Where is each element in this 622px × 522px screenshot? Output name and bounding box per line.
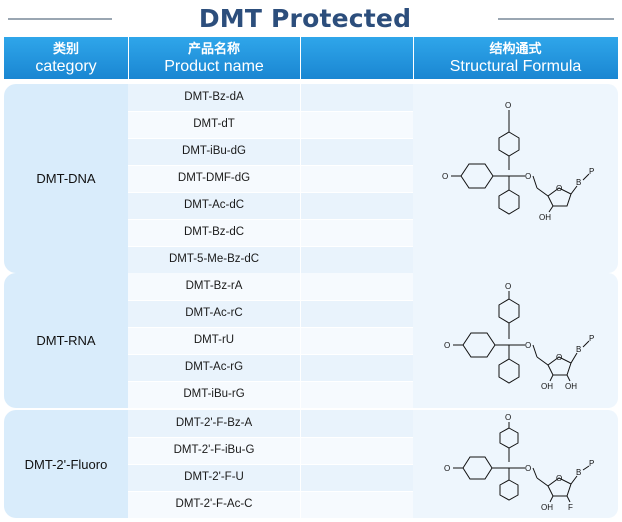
fluoro-structure-diagram: O O O O B P OH F xyxy=(444,413,594,512)
structure-label: O xyxy=(505,413,511,422)
structure-cell: O O O O B P OH xyxy=(413,84,618,273)
table-row: DMT-2'-F-Bz-A xyxy=(128,410,413,437)
header-formula-zh: 结构通式 xyxy=(489,42,542,57)
table-row: DMT-dT xyxy=(128,111,413,138)
product-name: DMT-2'-F-U xyxy=(128,464,300,491)
table-row: DMT-iBu-rG xyxy=(128,381,413,408)
structure-label: P xyxy=(589,167,594,176)
table-row: DMT-DMF-dG xyxy=(128,165,413,192)
structure-label: O xyxy=(444,464,450,473)
table-row: DMT-2'-F-iBu-G xyxy=(128,437,413,464)
product-name: DMT-5-Me-Bz-dC xyxy=(128,246,300,273)
header-category-en: category xyxy=(35,58,97,75)
structure-label: O xyxy=(556,353,562,362)
structure-label: O xyxy=(556,184,562,193)
structure-label: OH xyxy=(541,382,553,391)
product-name: DMT-Ac-rC xyxy=(128,300,300,327)
header-divider xyxy=(300,37,301,79)
table-header: 类别 category 产品名称 Product name 结构通式 Struc… xyxy=(4,37,618,79)
structure-label: B xyxy=(576,178,581,187)
table-row: DMT-2'-F-U xyxy=(128,464,413,491)
table-row: DMT-5-Me-Bz-dC xyxy=(128,246,413,273)
structure-label: O xyxy=(442,172,448,181)
header-product-en: Product name xyxy=(164,58,264,75)
product-name: DMT-rU xyxy=(128,327,300,354)
structure-label: O xyxy=(525,341,531,350)
table-row: DMT-iBu-dG xyxy=(128,138,413,165)
dna-structure-diagram: O O O O B P OH xyxy=(442,101,594,222)
table-row: DMT-Bz-dC xyxy=(128,219,413,246)
rna-structure-diagram: O O O O B P OH OH xyxy=(444,282,594,391)
structure-label: P xyxy=(589,459,594,468)
header-formula: 结构通式 Structural Formula xyxy=(413,37,618,79)
product-name: DMT-Ac-rG xyxy=(128,354,300,381)
product-name: DMT-Ac-dC xyxy=(128,192,300,219)
structure-label: O xyxy=(444,341,450,350)
structure-label: OH xyxy=(539,213,551,222)
product-name: DMT-dT xyxy=(128,111,300,138)
structure-label: P xyxy=(589,334,594,343)
category-cell: DMT-RNA xyxy=(4,273,128,408)
structure-label: B xyxy=(576,345,581,354)
table-row: DMT-2'-F-Ac-C xyxy=(128,491,413,518)
structure-label: OH xyxy=(565,382,577,391)
structure-label: O xyxy=(525,464,531,473)
product-name: DMT-iBu-dG xyxy=(128,138,300,165)
structure-cell: O O O O B P OH OH xyxy=(413,273,618,408)
table-row: DMT-Ac-dC xyxy=(128,192,413,219)
product-name: DMT-2'-F-Bz-A xyxy=(128,410,300,437)
product-name: DMT-DMF-dG xyxy=(128,165,300,192)
group-rna: DMT-RNA DMT-Bz-rA DMT-Ac-rC DMT-rU DMT-A… xyxy=(4,273,618,408)
structure-label: O xyxy=(505,282,511,291)
group-dna: DMT-DNA DMT-Bz-dA DMT-dT DMT-iBu-dG DMT-… xyxy=(4,84,618,273)
header-product: 产品名称 Product name xyxy=(128,37,300,79)
group-fluoro: DMT-2'-Fluoro DMT-2'-F-Bz-A DMT-2'-F-iBu… xyxy=(4,410,618,518)
table-row: DMT-Ac-rG xyxy=(128,354,413,381)
header-divider xyxy=(413,37,414,79)
structure-label: F xyxy=(568,503,573,512)
structure-label: O xyxy=(556,474,562,483)
product-name: DMT-Bz-dC xyxy=(128,219,300,246)
table-row: DMT-Ac-rC xyxy=(128,300,413,327)
product-name: DMT-iBu-rG xyxy=(128,381,300,408)
product-name: DMT-2'-F-Ac-C xyxy=(128,491,300,518)
header-category: 类别 category xyxy=(4,37,128,79)
title-bar: DMT Protected Nucleosides xyxy=(0,0,622,62)
structure-cell: O O O O B P OH F xyxy=(413,410,618,518)
table-row: DMT-rU xyxy=(128,327,413,354)
structure-label: O xyxy=(505,101,511,110)
structure-label: O xyxy=(525,172,531,181)
header-formula-en: Structural Formula xyxy=(449,58,582,75)
title-rule-right xyxy=(498,18,614,20)
table-row: DMT-Bz-rA xyxy=(128,273,413,300)
category-cell: DMT-2'-Fluoro xyxy=(4,410,128,518)
table-row: DMT-Bz-dA xyxy=(128,84,413,111)
header-divider xyxy=(128,37,129,79)
structure-label: B xyxy=(576,468,581,477)
category-cell: DMT-DNA xyxy=(4,84,128,273)
header-category-zh: 类别 xyxy=(52,42,79,57)
header-product-zh: 产品名称 xyxy=(187,42,240,57)
product-name: DMT-Bz-dA xyxy=(128,84,300,111)
product-name: DMT-Bz-rA xyxy=(128,273,300,300)
structure-label: OH xyxy=(541,503,553,512)
product-name: DMT-2'-F-iBu-G xyxy=(128,437,300,464)
title-rule-left xyxy=(8,18,112,20)
